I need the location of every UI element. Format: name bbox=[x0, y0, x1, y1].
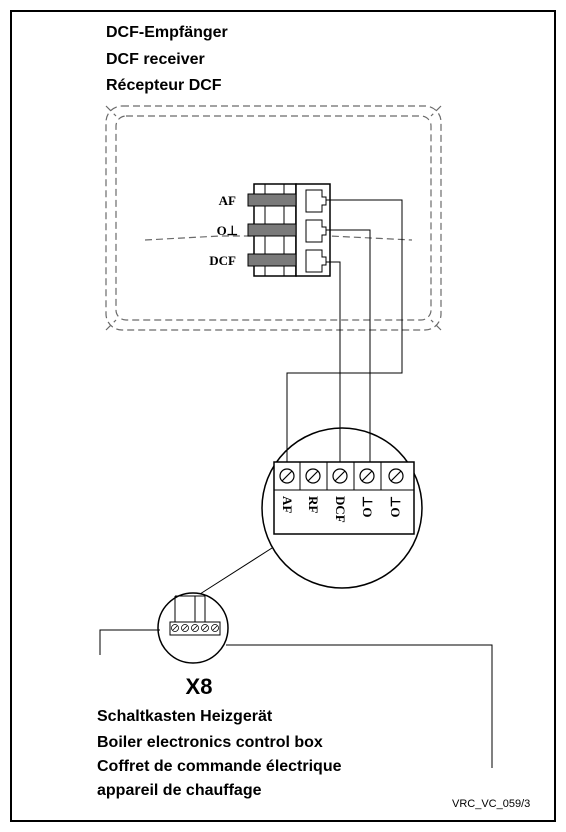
figure-border bbox=[10, 10, 556, 822]
wire-dcf bbox=[326, 261, 341, 462]
terminal-o-screw bbox=[247, 223, 297, 237]
receiver-label-dcf: DCF bbox=[209, 253, 236, 268]
wires-into-circle bbox=[286, 373, 371, 462]
receiver-label-o: O⊥ bbox=[217, 223, 238, 238]
magnifier-leader-line bbox=[199, 547, 273, 595]
control-box-title-de: Schaltkasten Heizgerät bbox=[97, 708, 273, 725]
board-label-dcf: DCF bbox=[333, 496, 348, 523]
control-box-title-fr: Coffret de commande électrique bbox=[97, 758, 342, 775]
boiler-box-lines bbox=[99, 629, 493, 768]
x8-label: X8 bbox=[186, 674, 213, 699]
receiver-label-af: AF bbox=[219, 193, 236, 208]
wire-o bbox=[326, 229, 371, 462]
x8-terminal-strip bbox=[169, 595, 221, 636]
receiver-terminal-block bbox=[247, 183, 331, 277]
receiver-housing bbox=[105, 105, 442, 331]
receiver-title-de: DCF-Empfänger bbox=[106, 24, 228, 41]
board-label-rf: RF bbox=[306, 496, 321, 513]
control-box-title-en: Boiler electronics control box bbox=[97, 734, 323, 751]
terminal-af-screw bbox=[247, 193, 297, 207]
magnified-terminal-block bbox=[273, 461, 415, 535]
board-screw bbox=[279, 468, 404, 484]
board-label-af: AF bbox=[280, 496, 295, 513]
board-label-o2: ⊥O bbox=[388, 496, 403, 517]
receiver-title-en: DCF receiver bbox=[106, 51, 205, 68]
control-box-title-fr-2: appareil de chauffage bbox=[97, 782, 262, 799]
board-label-o1: ⊥O bbox=[360, 496, 375, 517]
figure-code: VRC_VC_059/3 bbox=[452, 798, 531, 810]
receiver-title-fr: Récepteur DCF bbox=[106, 77, 222, 94]
terminal-dcf-screw bbox=[247, 253, 297, 267]
